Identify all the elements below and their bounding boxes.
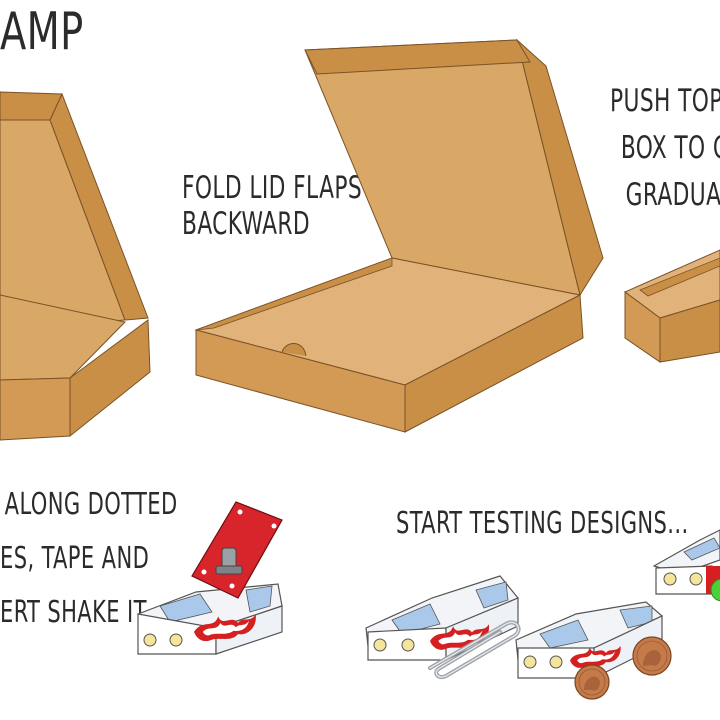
- step-push-line-1: PUSH TOP IN: [610, 83, 720, 119]
- launcher-plate: [191, 501, 283, 599]
- ramp-car: [515, 601, 664, 679]
- penny: [574, 664, 610, 700]
- step-fold-line-1: FOLD LID FLAPS: [182, 170, 363, 206]
- step-cut-line-3: ERT SHAKE IT.: [0, 595, 152, 630]
- penny: [632, 636, 672, 676]
- pizza-box-open: [0, 91, 151, 441]
- step-fold-line-2: BACKWARD: [182, 206, 311, 242]
- pizza-box-ramp: [624, 249, 720, 363]
- step-push-caption: PUSH TOP IN BOX TO CR GRADUAL: [610, 78, 720, 219]
- step-cut-line-2: ES, TAPE AND: [0, 541, 150, 576]
- step-cut-caption: ALONG DOTTED ES, TAPE AND ERT SHAKE IT.: [0, 478, 178, 640]
- ramp-car: [137, 583, 283, 655]
- step-test-caption: START TESTING DESIGNS...: [396, 506, 689, 541]
- pizza-box-flaps: [194, 38, 604, 433]
- ramp-car: [365, 575, 519, 661]
- paper-clip: [428, 620, 521, 679]
- step-cut-line-1: ALONG DOTTED: [4, 487, 178, 522]
- step-fold-caption: FOLD LID FLAPS BACKWARD: [182, 170, 362, 242]
- step-push-line-2: BOX TO CR: [620, 130, 720, 166]
- step-push-line-3: GRADUAL: [625, 177, 720, 213]
- green-ball: [710, 578, 720, 602]
- page-title: AMP: [0, 2, 84, 62]
- ramp-car: [652, 529, 720, 595]
